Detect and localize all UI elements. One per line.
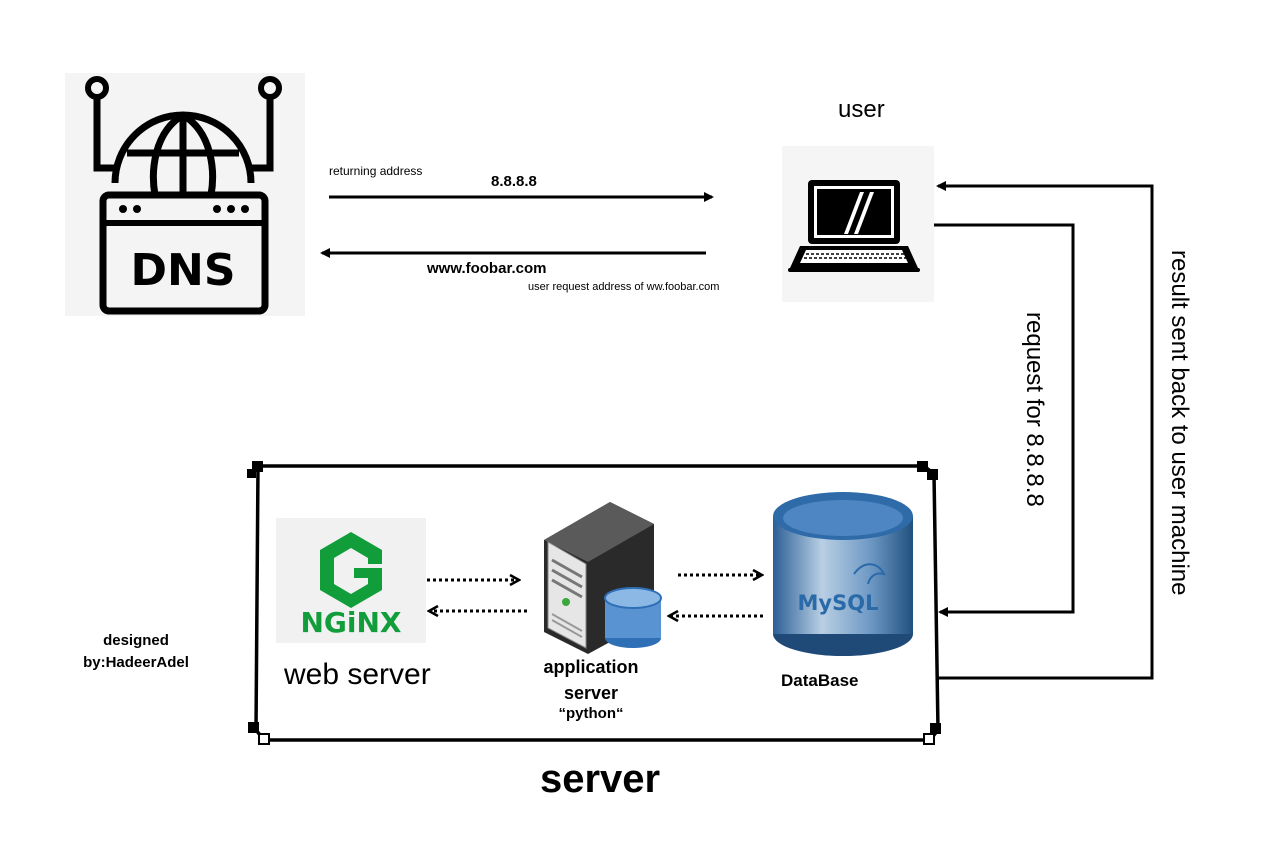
server-box-title: server — [540, 757, 661, 801]
request-domain-label: www.foobar.com — [427, 260, 547, 277]
nginx-logo-text: NGiNX — [300, 606, 401, 639]
arrow-result-back — [936, 181, 1154, 680]
box-handle-br — [930, 723, 941, 734]
mysql-logo-text: MySQL — [798, 591, 879, 615]
laptop-icon — [782, 146, 934, 302]
box-handle-bl2 — [258, 733, 270, 745]
server-tower-icon — [530, 498, 670, 658]
designer-credit: designed by:HadeerAdel — [66, 630, 206, 674]
box-handle-br2 — [923, 733, 935, 745]
dns-globe-icon: DNS — [65, 73, 305, 316]
arrow-request-for-ip — [933, 223, 1075, 617]
nginx-logo-icon: NGiNX — [276, 518, 426, 643]
result-back-label: result sent back to user machine — [1166, 250, 1193, 596]
box-handle-tr — [917, 461, 928, 472]
request-for-ip-label: request for 8.8.8.8 — [1021, 312, 1048, 507]
dns-label: DNS — [130, 245, 235, 296]
app-server-label-1: application — [543, 657, 639, 677]
app-server-label-3: “python“ — [558, 705, 624, 722]
credit-line-1: designed — [103, 632, 169, 649]
box-handle-tl2 — [247, 469, 256, 478]
app-server-label-2: server — [563, 683, 619, 703]
web-server-label: web server — [284, 658, 431, 691]
box-handle-tl — [252, 461, 263, 472]
user-title: user — [838, 96, 885, 123]
request-address-label: user request address of ww.foobar.com — [528, 281, 720, 293]
box-handle-tr2 — [927, 469, 938, 480]
box-handle-bl — [248, 722, 259, 733]
database-cylinder-icon: MySQL — [772, 490, 914, 660]
database-label: DataBase — [781, 671, 859, 690]
returning-ip-label: 8.8.8.8 — [491, 173, 537, 190]
returning-address-label: returning address — [329, 164, 423, 178]
credit-line-2: by:HadeerAdel — [83, 654, 189, 671]
